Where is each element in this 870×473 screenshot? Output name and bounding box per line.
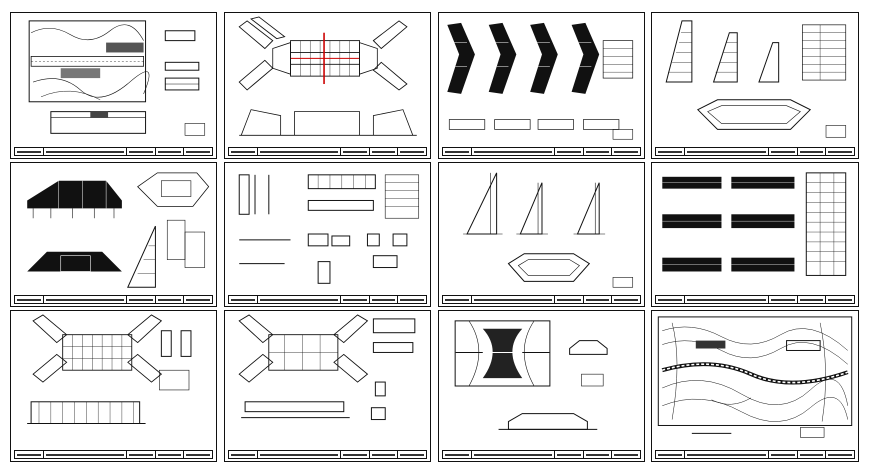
sheet-wall-sections[interactable] (651, 12, 859, 159)
sheet-site-plan[interactable] (10, 12, 217, 159)
title-block (14, 147, 213, 156)
wing-wall-plan-icon (447, 22, 634, 140)
sheet-elevations[interactable] (10, 162, 217, 307)
wall-section-icon (463, 172, 634, 288)
title-block (442, 147, 641, 156)
sheet-contour-plan[interactable] (438, 310, 645, 462)
contour-map-icon (657, 316, 853, 438)
title-block (442, 450, 641, 459)
contour-plan-icon (454, 320, 608, 430)
sheet-rebar-schedule[interactable] (651, 162, 859, 307)
title-block (228, 450, 427, 459)
detail-sheet-icon (238, 174, 420, 284)
rebar-schedule-icon (662, 172, 847, 276)
sheet-contour-map[interactable] (651, 310, 859, 462)
title-block (655, 147, 855, 156)
site-plan-icon (28, 20, 206, 136)
x-shaped-plan-icon (238, 16, 417, 136)
title-block (228, 295, 427, 304)
elevation-icon (27, 172, 210, 288)
sheet-x-plan-2[interactable] (10, 310, 217, 462)
title-block (228, 147, 427, 156)
x-shaped-plan-icon (27, 314, 192, 424)
sheet-x-plan-3[interactable] (224, 310, 431, 462)
sheet-wall-sections-2[interactable] (438, 162, 645, 307)
title-block (14, 295, 213, 304)
title-block (14, 450, 213, 459)
sheet-details[interactable] (224, 162, 431, 307)
title-block (442, 295, 641, 304)
x-shaped-plan-icon (238, 314, 416, 421)
sheet-wing-walls[interactable] (438, 12, 645, 159)
wall-section-icon (665, 20, 847, 138)
title-block (655, 450, 855, 459)
title-block (655, 295, 855, 304)
sheet-x-plan-red[interactable] (224, 12, 431, 159)
